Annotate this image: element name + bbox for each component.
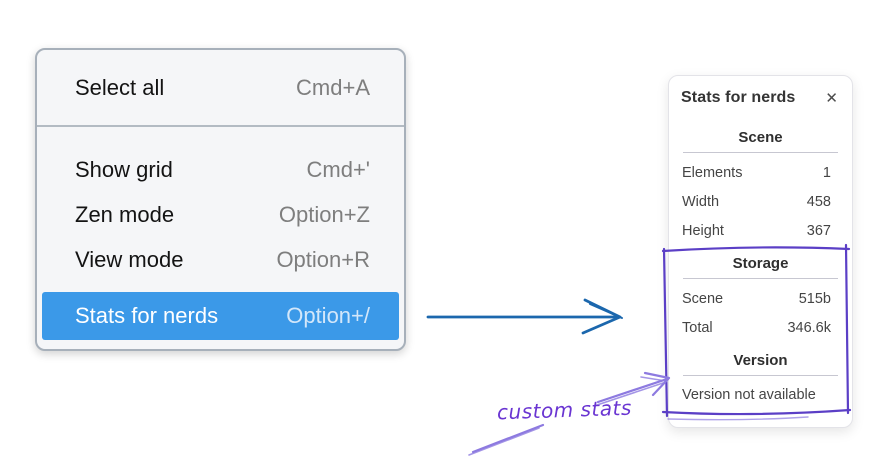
context-menu: Select all Cmd+A Show grid Cmd+' Zen mod… [35, 48, 406, 351]
menu-item-shortcut: Cmd+A [296, 74, 370, 100]
menu-item-label: Zen mode [75, 201, 175, 227]
section-divider [683, 152, 838, 153]
stat-row-width: Width 458 [669, 194, 852, 211]
menu-item-label: View mode [75, 246, 184, 272]
stat-value: 367 [806, 223, 831, 239]
panel-title: Stats for nerds [681, 89, 796, 106]
pointer-arrow [426, 298, 623, 335]
stats-panel-header: Stats for nerds ✕ [669, 76, 852, 107]
menu-item-label: Stats for nerds [75, 303, 219, 328]
stat-label: Height [682, 223, 724, 239]
stat-row-elements: Elements 1 [669, 165, 852, 182]
menu-item-label: Select all [75, 74, 165, 100]
stat-label: Width [682, 194, 720, 210]
stat-value: 458 [806, 194, 831, 210]
menu-item-shortcut: Option+Z [278, 201, 370, 227]
section-heading-scene: Scene [738, 129, 783, 146]
stat-label: Scene [682, 291, 724, 307]
stat-label: Elements [682, 165, 743, 181]
stat-value: 1 [822, 165, 831, 181]
menu-item-show-grid[interactable]: Show grid Cmd+' [37, 147, 404, 192]
menu-item-shortcut: Cmd+' [306, 156, 371, 182]
stat-row-total-size: Total 346.6k [669, 320, 852, 337]
menu-item-shortcut: Option+/ [286, 303, 370, 328]
menu-item-shortcut: Option+R [276, 246, 370, 272]
version-section: Version Version not available [669, 352, 852, 404]
scene-section: Scene Elements 1 Width 458 Height 367 [669, 129, 852, 240]
section-heading-version: Version [733, 352, 788, 369]
stat-row-scene-size: Scene 515b [669, 291, 852, 308]
section-divider [683, 278, 838, 279]
menu-item-view-mode[interactable]: View mode Option+R [37, 237, 404, 282]
menu-group: Show grid Cmd+' Zen mode Option+Z View m… [37, 127, 404, 340]
annotation-label: custom stats [496, 395, 633, 425]
section-divider [683, 375, 838, 376]
stats-panel: Stats for nerds ✕ Scene Elements 1 Width… [668, 75, 853, 428]
version-note: Version not available [682, 387, 816, 403]
section-heading-storage: Storage [732, 255, 789, 272]
menu-item-stats-for-nerds[interactable]: Stats for nerds Option+/ [42, 292, 399, 340]
stat-value: 346.6k [787, 320, 831, 336]
close-icon[interactable]: ✕ [825, 89, 838, 107]
menu-item-select-all[interactable]: Select all Cmd+A [37, 50, 404, 125]
storage-section: Storage Scene 515b Total 346.6k [669, 255, 852, 337]
menu-divider [37, 125, 404, 127]
stat-row-height: Height 367 [669, 223, 852, 240]
menu-item-zen-mode[interactable]: Zen mode Option+Z [37, 192, 404, 237]
stat-label: Total [682, 320, 713, 336]
stat-value: 515b [798, 291, 831, 307]
menu-item-label: Show grid [75, 156, 173, 182]
